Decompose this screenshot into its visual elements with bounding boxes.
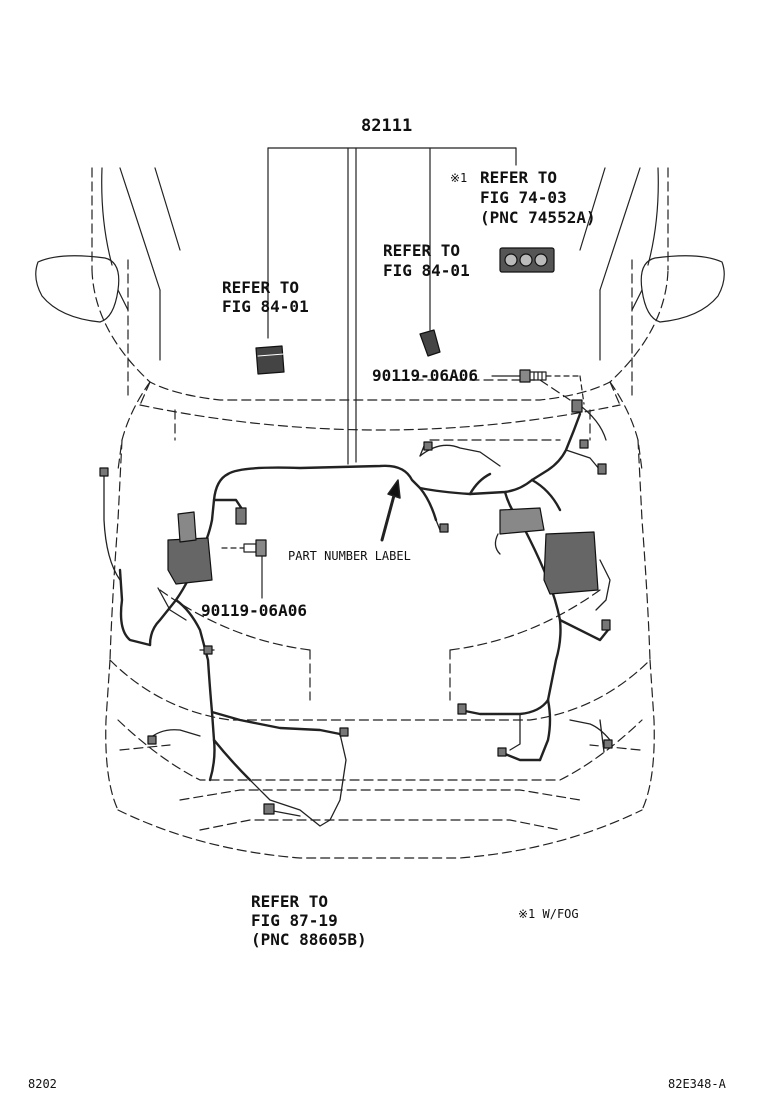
- junction-block-right: [499, 507, 599, 595]
- page-code-right: 82E348-A: [668, 1077, 726, 1091]
- refer-fig-87-19-line2: FIG 87-19: [251, 911, 338, 930]
- small-connectors: [99, 399, 613, 815]
- page-code-left: 8202: [28, 1077, 57, 1091]
- junction-block-left: [167, 511, 213, 585]
- refer-fig-74-03-line1: REFER TO: [480, 168, 558, 187]
- part-number-label-arrow: [380, 479, 401, 542]
- refer-fig-84-01-center-line2: FIG 84-01: [383, 261, 470, 280]
- bolt-part-number-lower: 90119-06A06: [201, 601, 307, 620]
- main-wire-harness: [118, 412, 610, 782]
- note-mark-1: ※1: [450, 171, 468, 185]
- refer-fig-87-19-line3: (PNC 88605B): [251, 930, 367, 949]
- bolt-part-number-upper: 90119-06A06: [372, 366, 478, 385]
- switch-fig-74-03: [499, 247, 555, 273]
- right-mirror: [631, 255, 725, 323]
- leader-lines-82111: [267, 147, 517, 465]
- refer-fig-74-03-line2: FIG 74-03: [480, 188, 567, 207]
- refer-fig-84-01-left-line1: REFER TO: [222, 278, 300, 297]
- left-mirror: [35, 255, 129, 323]
- main-part-number: 82111: [361, 116, 413, 136]
- refer-fig-87-19-line1: REFER TO: [251, 892, 329, 911]
- connector-fig-84-01-left: [255, 345, 285, 375]
- bolt-upper: [491, 369, 585, 405]
- refer-fig-74-03-line3: (PNC 74552A): [480, 208, 596, 227]
- vehicle-body-outline: [91, 167, 669, 859]
- refer-fig-84-01-left-line2: FIG 84-01: [222, 297, 309, 316]
- footnote-w-fog: ※1 W/FOG: [518, 907, 579, 921]
- windshield-lines: [101, 167, 659, 361]
- bolt-lower: [221, 539, 267, 599]
- part-number-label-text: PART NUMBER LABEL: [288, 549, 411, 563]
- connector-fig-84-01-center: [419, 329, 441, 357]
- refer-fig-84-01-center-line1: REFER TO: [383, 241, 461, 260]
